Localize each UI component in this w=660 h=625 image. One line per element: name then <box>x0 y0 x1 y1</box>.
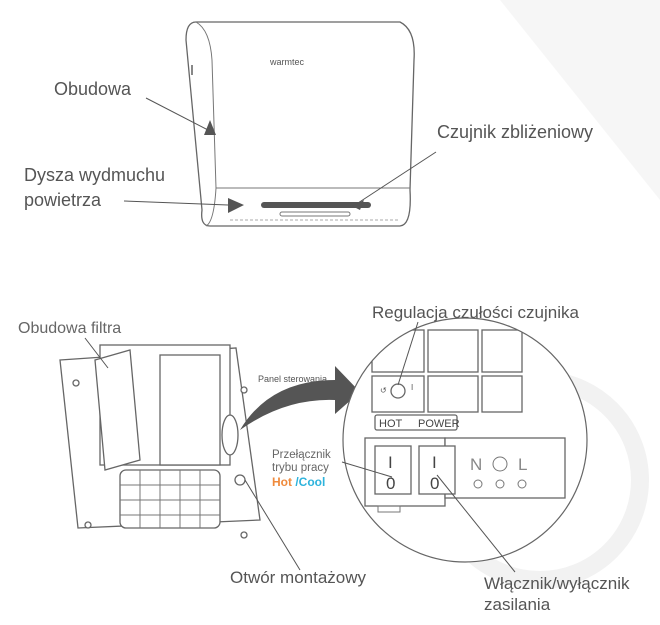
mounting-hole <box>234 474 246 486</box>
label-hot-cool: Hot /Cool <box>272 475 325 489</box>
air-nozzle <box>261 202 371 208</box>
label-sensor: Czujnik zbliżeniowy <box>437 122 593 142</box>
magnifier-circle <box>342 317 588 563</box>
background-shape <box>500 0 660 200</box>
cool-label: Cool <box>299 475 326 489</box>
open-unit-illustration <box>59 344 261 539</box>
panel-power-label: POWER <box>418 418 460 430</box>
svg-text:↺: ↺ <box>380 386 387 395</box>
label-nozzle-line1: Dysza wydmuchu <box>24 165 165 185</box>
label-housing: Obudowa <box>54 79 132 99</box>
svg-text:I: I <box>388 453 393 472</box>
label-power-switch-line1: Włącznik/wyłącznik <box>484 574 630 593</box>
brand-logo: warmtec <box>269 57 305 67</box>
label-mounting-hole: Otwór montażowy <box>230 568 367 587</box>
sensitivity-dial <box>390 383 406 399</box>
svg-text:0: 0 <box>386 474 395 493</box>
label-sensitivity: Regulacja czułości czujnika <box>372 303 579 322</box>
power-switch[interactable]: I 0 <box>418 445 456 495</box>
housing-arrowhead <box>204 120 216 135</box>
hot-label: Hot <box>272 475 292 489</box>
label-power-switch-line2: zasilania <box>484 595 551 614</box>
curved-arrow <box>240 366 360 430</box>
ground-icon <box>492 456 508 472</box>
label-nozzle-line2: powietrza <box>24 190 102 210</box>
terminal-l: L <box>518 455 527 474</box>
svg-text:0: 0 <box>430 474 439 493</box>
label-filter-housing: Obudowa filtra <box>18 320 121 337</box>
nozzle-arrowhead <box>228 198 244 213</box>
hand-dryer-illustration: warmtec <box>185 21 415 227</box>
terminal-n: N <box>470 455 482 474</box>
label-mode-switch-line1: Przełącznik <box>272 449 331 461</box>
control-panel-magnified: ↺ I HOT POWER I 0 I 0 N L <box>343 318 587 562</box>
label-control-panel: Panel sterowania <box>258 374 327 384</box>
dial-mark: I <box>411 383 413 392</box>
panel-hot-label: HOT <box>379 418 403 430</box>
slash-label: / <box>292 475 299 489</box>
svg-text:I: I <box>432 453 437 472</box>
hot-cool-switch[interactable]: I 0 <box>374 445 412 495</box>
label-mode-switch-line2: trybu pracy <box>272 462 329 474</box>
